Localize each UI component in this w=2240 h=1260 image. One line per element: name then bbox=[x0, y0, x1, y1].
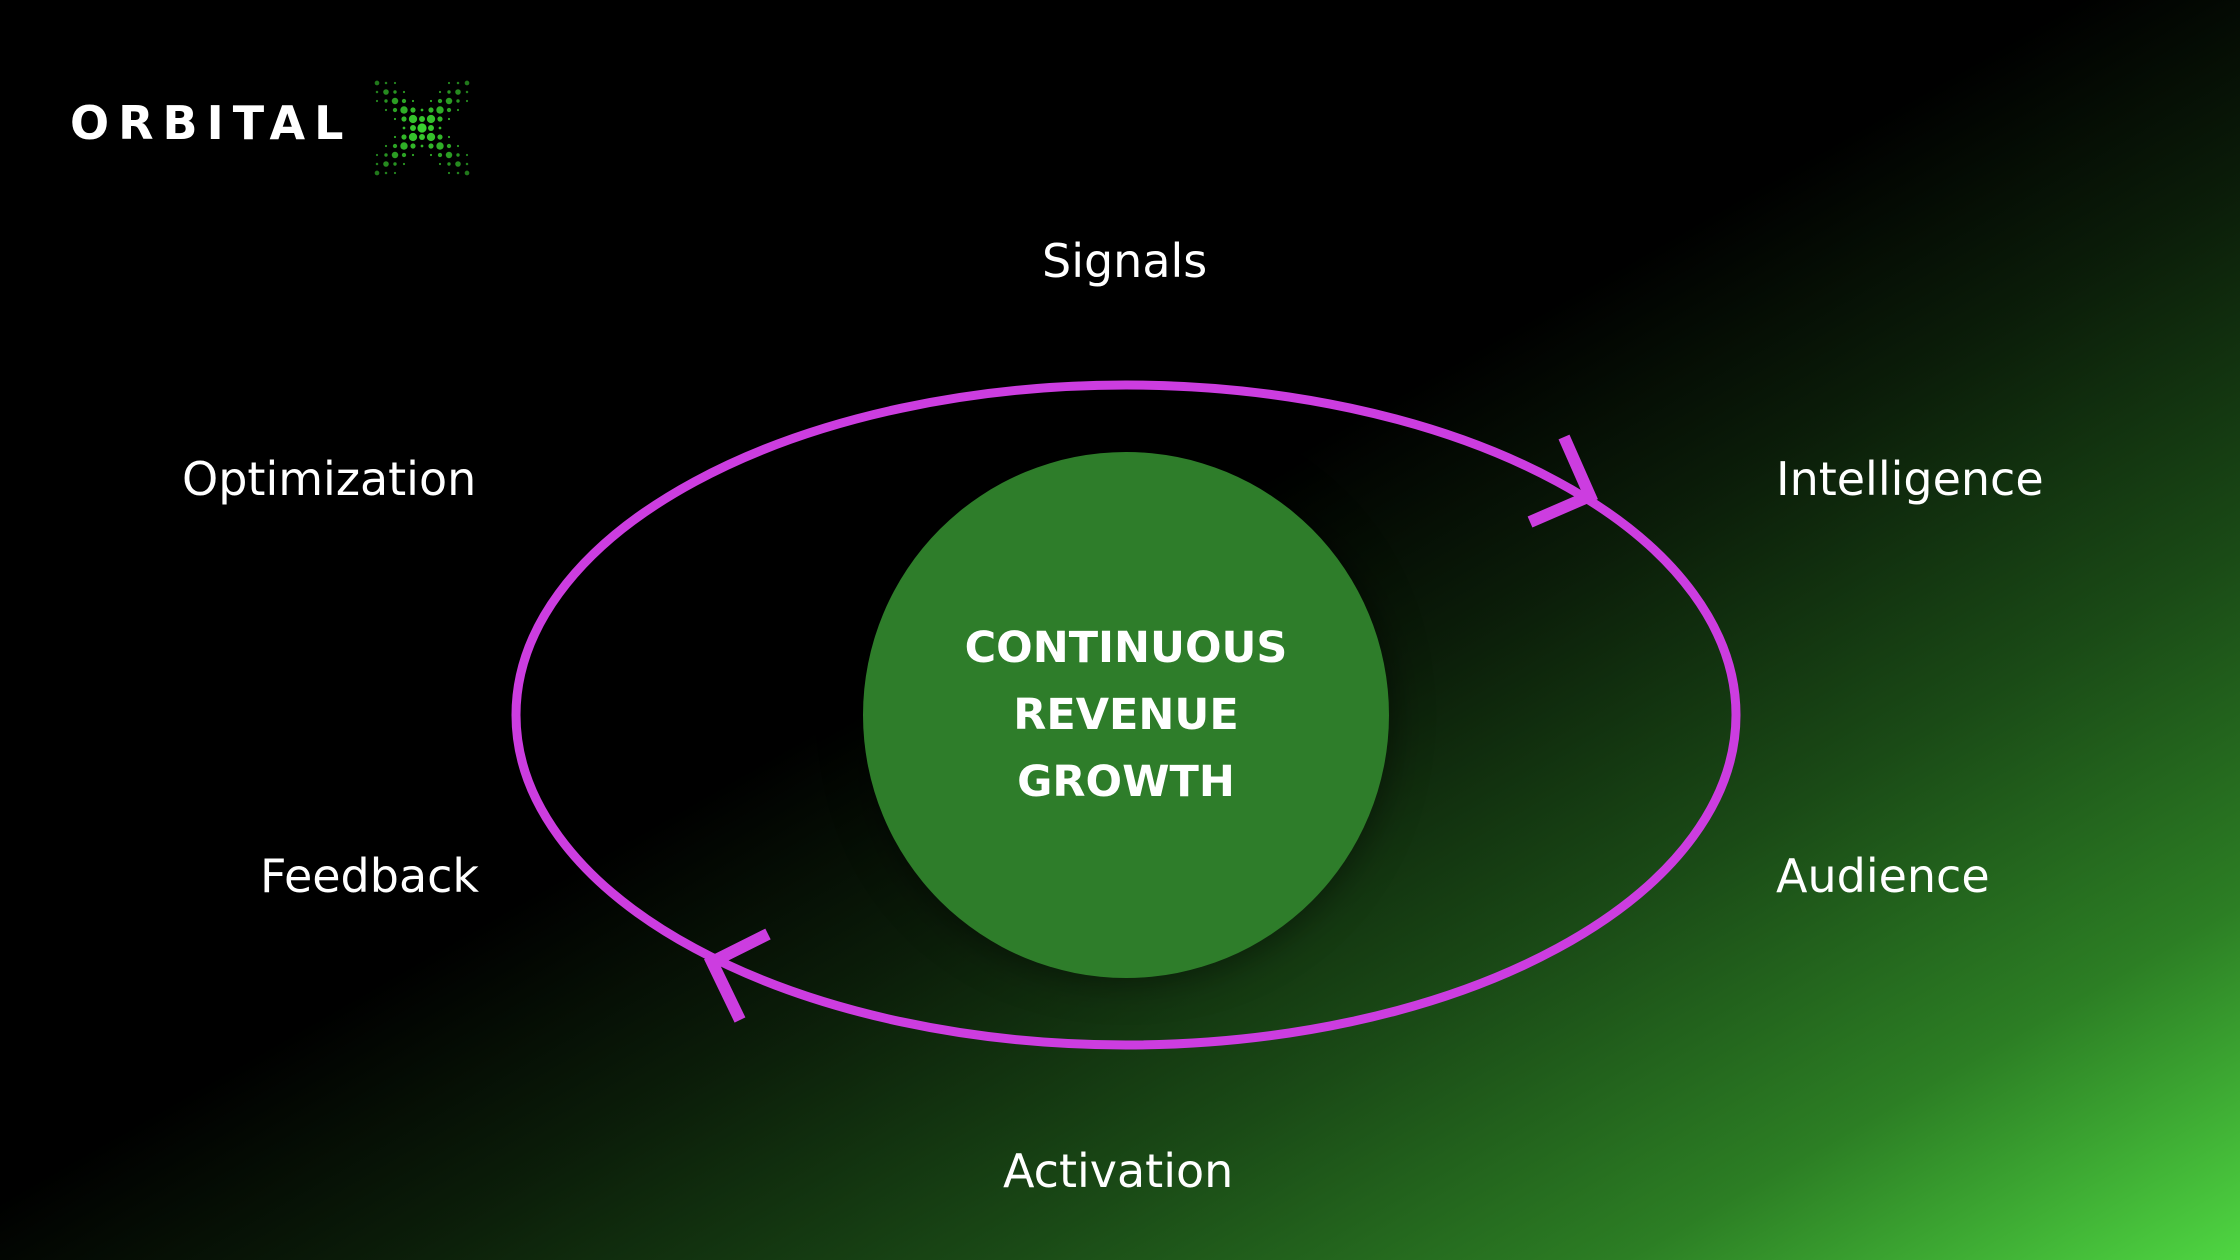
stage-label-audience: Audience bbox=[1776, 849, 1990, 903]
clockwise-arrow-bottom-left-icon bbox=[704, 928, 771, 1023]
center-title-line-3: GROWTH bbox=[1017, 756, 1235, 807]
orbital-logo: ORBITAL bbox=[70, 78, 490, 178]
clockwise-arrow-top-right-icon bbox=[1527, 434, 1598, 528]
cycle-ring bbox=[511, 380, 1741, 1050]
center-title-line-2: REVENUE bbox=[1013, 689, 1239, 740]
stage-label-optimization: Optimization bbox=[182, 452, 477, 506]
stage-label-activation: Activation bbox=[1003, 1144, 1234, 1198]
stage-label-signals: Signals bbox=[1042, 234, 1208, 288]
stage-label-intelligence: Intelligence bbox=[1776, 452, 2044, 506]
center-circle: CONTINUOUS REVENUE GROWTH bbox=[863, 452, 1389, 978]
center-title-line-1: CONTINUOUS bbox=[964, 622, 1288, 673]
logo-wordmark: ORBITAL bbox=[70, 96, 353, 150]
center-title: CONTINUOUS REVENUE GROWTH bbox=[916, 615, 1336, 816]
stage-label-feedback: Feedback bbox=[260, 849, 480, 903]
x-logo-icon bbox=[374, 80, 470, 176]
